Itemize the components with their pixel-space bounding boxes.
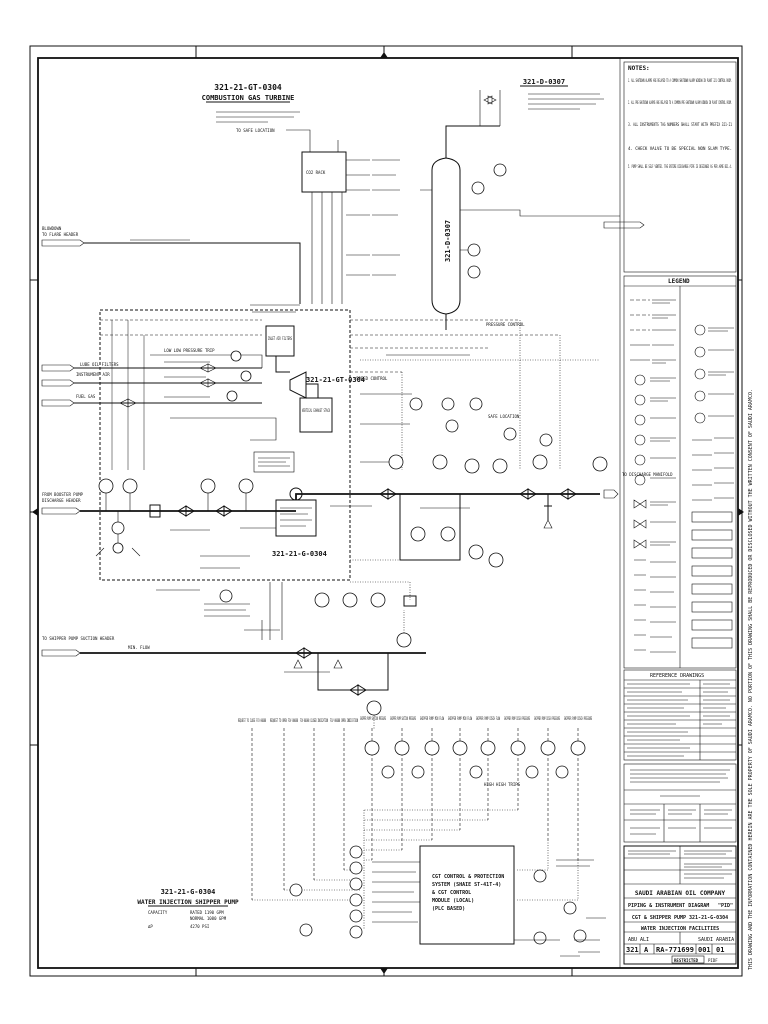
turbine-header: 321-21-GT-0304 COMBUSTION GAS TURBINE bbox=[202, 83, 300, 123]
vessel-321-d-0307: 321-D-0307 321-D-0307 TO SAFE LOCATION bbox=[236, 78, 645, 330]
confidential-watermark: THIS DRAWING AND THE INFORMATION CONTAIN… bbox=[748, 389, 754, 970]
safe-location-label: SAFE LOCATION bbox=[488, 414, 520, 419]
suction-header: TO SHIPPER PUMP SUCTION HEADER MIN. FLOW bbox=[41, 610, 426, 730]
signal-label-3: FCV-80088 CLOSED INDICATION bbox=[300, 718, 328, 723]
discharge-header-label: DISCHARGE HEADER bbox=[42, 498, 81, 503]
signal-label-2: REQUEST TO OPEN FCV-80088 bbox=[270, 718, 298, 723]
reference-heading: REFERENCE DRAWINGS bbox=[650, 673, 704, 679]
title-index: A bbox=[644, 946, 649, 954]
utility-feeds: INSTRUMENT AIR FUEL GAS LUBE OIL FILTERS… bbox=[41, 319, 263, 470]
turbine-name: COMBUSTION GAS TURBINE bbox=[202, 94, 295, 102]
notes-panel: NOTES: 1. ALL SHUTDOWN ALARMS ARE RELAYE… bbox=[623, 61, 737, 273]
title-line-3: WATER INJECTION FACILITIES bbox=[641, 926, 719, 932]
high-high-trips-label: HIGH HIGH TRIPS bbox=[484, 782, 521, 787]
bottom-signals: REQUEST TO CLOSE FCV-80088 REQUEST TO OP… bbox=[238, 716, 606, 957]
control-signals-top: PRESSURE CONTROL SPEED CONTROL SAFE LOCA… bbox=[350, 319, 608, 474]
note-1: 1. ALL SHUTDOWN ALARMS ARE RELAYED TO A … bbox=[628, 78, 732, 83]
to-discharge-manifold-label: TO DISCHARGE MANIFOLD bbox=[622, 472, 673, 477]
co2-rack-label: CO2 RACK bbox=[306, 170, 326, 175]
note-3: 3. ALL INSTRUMENTS TAG NUMBERS SHALL STA… bbox=[628, 122, 732, 127]
pump-dp-label: ΔP bbox=[148, 924, 153, 929]
turbine-package: INLET AIR FILTERS VERTICAL EXHAUST STACK… bbox=[99, 304, 365, 581]
pump-capacity-normal: NORMAL 1080 GPM bbox=[190, 916, 227, 921]
note-4: 4. CHECK VALVE TO BE SPECIAL NON SLAM TY… bbox=[628, 146, 732, 151]
pump-data-block: 321-21-G-0304 WATER INJECTION SHIPPER PU… bbox=[137, 888, 239, 929]
note-2: 2. ALL PRE-SHUTDOWN ALARMS ARE RELAYED T… bbox=[628, 100, 732, 105]
pump-tag: 321-21-G-0304 bbox=[161, 888, 216, 896]
title-location-right: SAUDI ARABIA bbox=[698, 937, 734, 943]
title-pid-code: PIDF bbox=[708, 958, 718, 963]
pump-dp-value: 4270 PSI bbox=[190, 924, 210, 929]
title-company: SAUDI ARABIAN OIL COMPANY bbox=[635, 890, 726, 897]
pump-capacity-label: CAPACITY bbox=[148, 910, 168, 915]
title-block: SAUDI ARABIAN OIL COMPANY PIPING & INSTR… bbox=[623, 845, 737, 965]
control-box-line-1: CGT CONTROL & PROTECTION bbox=[432, 874, 504, 880]
co2-rack-area: CO2 RACK bbox=[301, 140, 400, 304]
mid-section-loops: HIGH HIGH TRIPS bbox=[156, 494, 521, 787]
title-restricted: RESTRICTED bbox=[674, 958, 699, 963]
title-rev-no: 01 bbox=[716, 946, 724, 954]
main-process-line: FROM BOOSTER PUMP DISCHARGE HEADER TO DI… bbox=[41, 472, 673, 535]
legend-heading: LEGEND bbox=[668, 278, 690, 285]
revision-block bbox=[623, 763, 737, 843]
fuel-gas-label: FUEL GAS bbox=[76, 394, 96, 399]
to-shipper-pump-suction-label: TO SHIPPER PUMP SUCTION HEADER bbox=[42, 636, 115, 641]
control-box-line-2: SYSTEM (SHAIE ST-41T-4) bbox=[432, 882, 501, 888]
title-plant-no: 321 bbox=[626, 946, 639, 954]
reference-drawings-panel: REFERENCE DRAWINGS bbox=[623, 669, 737, 761]
pressure-control-label: PRESSURE CONTROL bbox=[486, 322, 525, 327]
cgt-control-box: CGT CONTROL & PROTECTION SYSTEM (SHAIE S… bbox=[419, 845, 515, 945]
speed-control-label: SPEED CONTROL bbox=[356, 376, 388, 381]
vessel-tag: 321-D-0307 bbox=[523, 78, 565, 86]
signal-label-6: SHIPPER PUMP SUCTION PRESSURE bbox=[390, 716, 416, 721]
title-drawing-no: RA-771699 bbox=[656, 946, 694, 954]
turbine-tag: 321-21-GT-0304 bbox=[214, 83, 282, 92]
signal-label-12: SHIPPER PUMP DISCH PRESSURE bbox=[564, 716, 592, 721]
inlet-air-filters-label: INLET AIR FILTERS bbox=[268, 336, 292, 341]
signal-label-7: SHIPPER PUMP MIN FLOW bbox=[420, 716, 444, 721]
title-pid-label: "PID" bbox=[718, 903, 733, 909]
pump-center-tag: 321-21-G-0304 bbox=[272, 550, 327, 558]
vessel-body-tag: 321-D-0307 bbox=[444, 220, 452, 262]
low-low-pressure-trip-label: LOW LOW PRESSURE TRIP bbox=[164, 348, 215, 353]
control-box-line-3: & CGT CONTROL bbox=[432, 890, 471, 896]
signal-label-1: REQUEST TO CLOSE FCV-80088 bbox=[238, 718, 266, 723]
control-box-line-5: (PLC BASED) bbox=[432, 906, 465, 912]
signal-label-4: FCV-80088 OPEN INDICATION bbox=[330, 718, 358, 723]
pump-name: WATER INJECTION SHIPPER PUMP bbox=[137, 899, 239, 906]
title-line-2: CGT & SHIPPER PUMP 321-21-G-0304 bbox=[632, 915, 728, 921]
note-5: 5. PUMP SHALL BE SELF VENTED. THE ENTIRE… bbox=[628, 164, 732, 169]
pump-capacity-rated: RATED 1190 GPM bbox=[190, 910, 224, 915]
blowdown-line: BLOWDOWN TO FLARE HEADER bbox=[41, 226, 301, 304]
from-booster-pump-label: FROM BOOSTER PUMP bbox=[42, 492, 84, 497]
notes-heading: NOTES: bbox=[628, 65, 650, 72]
title-location-left: ABU ALI bbox=[628, 937, 649, 943]
turbine-center-tag: 321-21-GT-0304 bbox=[306, 376, 365, 384]
to-safe-location-label: TO SAFE LOCATION bbox=[236, 128, 275, 133]
signal-label-11: SHIPPER PUMP DISCH PRESSURE bbox=[534, 716, 560, 721]
control-box-line-4: MODULE (LOCAL) bbox=[432, 898, 474, 904]
vertical-exhaust-stack-label: VERTICAL EXHAUST STACK bbox=[302, 408, 330, 413]
signal-label-8: SHIPPER PUMP MIN FLOW bbox=[448, 716, 472, 721]
misc-symbols bbox=[95, 534, 343, 669]
title-drawing-type: PIPING & INSTRUMENT DIAGRAM bbox=[628, 903, 709, 909]
instrument-air-label: INSTRUMENT AIR bbox=[76, 372, 110, 377]
min-flow-label: MIN. FLOW bbox=[128, 645, 150, 650]
sheet-border bbox=[29, 45, 744, 977]
signal-label-9: SHIPPER PUMP DISCH FLOW bbox=[476, 716, 500, 721]
lube-oil-filters-label: LUBE OIL FILTERS bbox=[80, 362, 119, 367]
signal-label-5: SHIPPER PUMP SUCTION PRESSURE bbox=[360, 716, 386, 721]
title-sheet-no: 001 bbox=[698, 946, 711, 954]
legend-panel: LEGEND bbox=[623, 275, 737, 669]
signal-label-10: SHIPPER PUMP DISCH PRESSURE bbox=[504, 716, 530, 721]
blowdown-label: BLOWDOWN bbox=[42, 226, 62, 231]
flare-header-label: TO FLARE HEADER bbox=[42, 232, 79, 237]
